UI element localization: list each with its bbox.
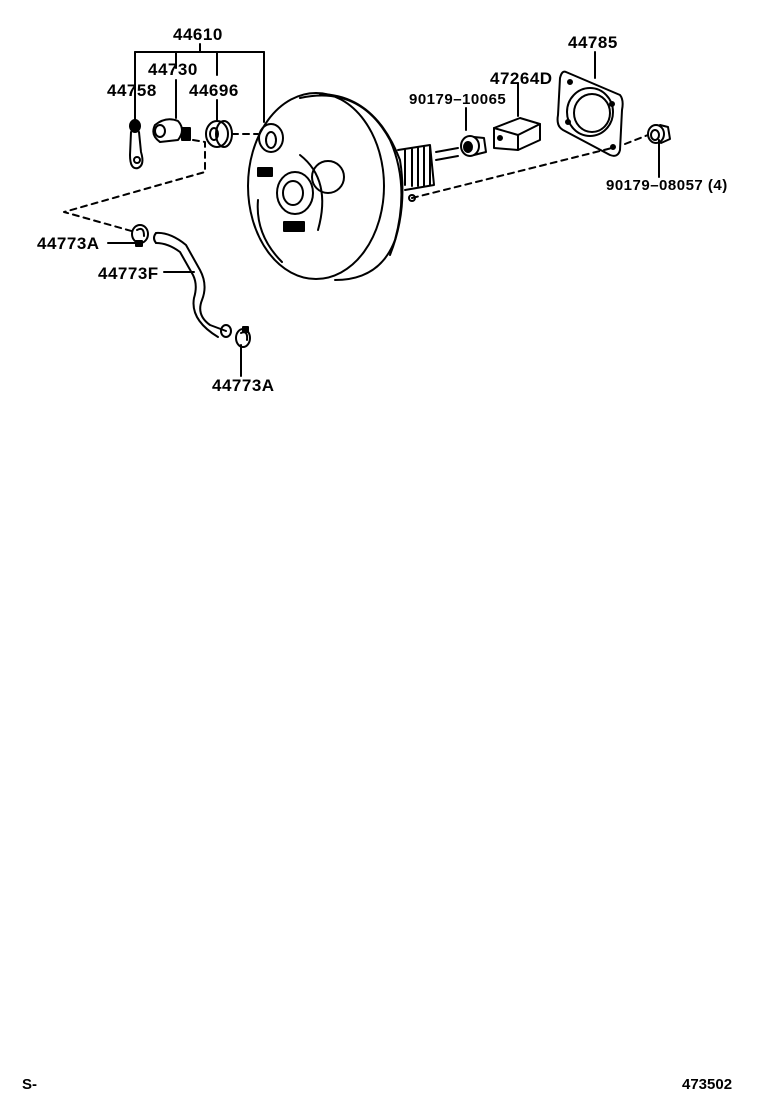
leader-44610	[135, 44, 264, 122]
part-44758	[130, 120, 142, 168]
part-90179-10065	[461, 136, 486, 156]
part-brake-booster	[248, 93, 458, 280]
part-44696	[206, 121, 232, 147]
part-label-90179-08057: 90179–08057 (4)	[606, 177, 728, 194]
footer-section-code: S-	[22, 1076, 37, 1093]
part-label-44696: 44696	[189, 81, 239, 100]
part-label-44730: 44730	[148, 60, 198, 79]
part-label-44773A-bottom: 44773A	[212, 376, 275, 395]
part-label-44773A-top: 44773A	[37, 234, 100, 253]
part-label-47264D: 47264D	[490, 69, 553, 88]
part-44773A-top	[132, 225, 148, 246]
part-label-44610: 44610	[173, 25, 223, 44]
part-44785	[558, 72, 623, 156]
part-47264D	[494, 118, 540, 150]
part-44730	[153, 119, 190, 142]
dashed-guides	[64, 134, 648, 232]
part-44773A-bottom	[236, 327, 250, 347]
part-label-44785: 44785	[568, 33, 618, 52]
footer-diagram-number: 473502	[682, 1076, 733, 1093]
part-label-44773F: 44773F	[98, 264, 159, 283]
part-label-44758: 44758	[107, 81, 157, 100]
part-90179-08057	[648, 125, 670, 143]
part-label-90179-10065: 90179–10065	[409, 91, 507, 108]
part-44773F	[154, 233, 231, 337]
